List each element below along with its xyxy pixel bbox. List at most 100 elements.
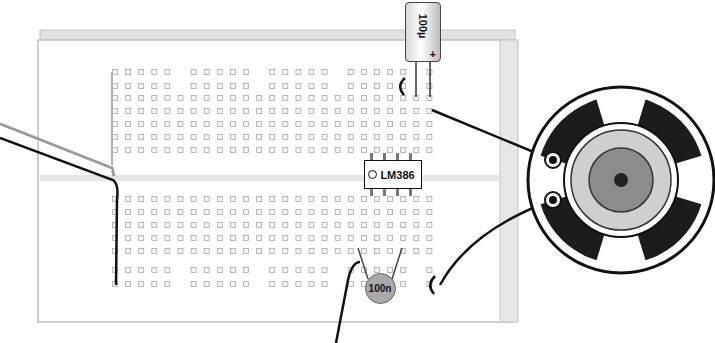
- hole: [296, 282, 301, 287]
- hole: [191, 268, 196, 273]
- hole: [126, 223, 131, 228]
- hole: [296, 70, 301, 75]
- hole: [178, 122, 183, 127]
- hole: [191, 148, 196, 153]
- hole: [270, 135, 275, 140]
- hole: [204, 282, 209, 287]
- hole: [217, 109, 222, 114]
- hole: [217, 282, 222, 287]
- hole: [165, 84, 170, 89]
- hole: [244, 282, 249, 287]
- hole: [283, 109, 288, 114]
- hole: [204, 122, 209, 127]
- hole: [322, 282, 327, 287]
- hole: [244, 122, 249, 127]
- ceramic-capacitor: 100n: [365, 273, 396, 304]
- hole: [388, 223, 393, 228]
- hole: [217, 223, 222, 228]
- hole: [191, 70, 196, 75]
- hole: [126, 109, 131, 114]
- hole: [361, 223, 366, 228]
- hole: [270, 282, 275, 287]
- hole: [427, 236, 432, 241]
- hole: [165, 223, 170, 228]
- hole: [375, 268, 380, 273]
- hole: [257, 236, 262, 241]
- hole: [126, 70, 131, 75]
- hole: [244, 268, 249, 273]
- hole: [204, 96, 209, 101]
- hole: [139, 148, 144, 153]
- hole: [388, 122, 393, 127]
- hole: [139, 197, 144, 202]
- hole: [335, 109, 340, 114]
- hole: [126, 148, 131, 153]
- hole: [139, 70, 144, 75]
- hole: [113, 109, 118, 114]
- hole: [348, 282, 353, 287]
- hole: [388, 268, 393, 273]
- hole: [244, 197, 249, 202]
- hole: [230, 210, 235, 215]
- hole: [361, 197, 366, 202]
- hole: [309, 249, 314, 254]
- hole: [244, 84, 249, 89]
- hole: [401, 197, 406, 202]
- hole: [178, 148, 183, 153]
- hole: [361, 249, 366, 254]
- hole: [270, 249, 275, 254]
- hole: [401, 268, 406, 273]
- hole: [388, 96, 393, 101]
- hole: [283, 210, 288, 215]
- hole: [152, 84, 157, 89]
- hole: [361, 122, 366, 127]
- hole: [401, 210, 406, 215]
- hole: [414, 197, 419, 202]
- hole: [283, 268, 288, 273]
- hole: [361, 96, 366, 101]
- hole: [165, 249, 170, 254]
- hole: [139, 122, 144, 127]
- hole: [322, 197, 327, 202]
- grey-wire: [0, 124, 114, 176]
- capacitor-leg: [429, 60, 431, 97]
- hole: [217, 249, 222, 254]
- hole: [335, 96, 340, 101]
- hole: [388, 210, 393, 215]
- hole: [322, 135, 327, 140]
- hole: [335, 223, 340, 228]
- hole: [217, 197, 222, 202]
- hole: [270, 109, 275, 114]
- hole: [204, 109, 209, 114]
- side-strip: [500, 40, 518, 322]
- hole: [322, 109, 327, 114]
- hole: [309, 197, 314, 202]
- hole: [427, 210, 432, 215]
- hole: [375, 197, 380, 202]
- hole: [427, 135, 432, 140]
- hole: [191, 109, 196, 114]
- hole: [230, 282, 235, 287]
- hole: [296, 268, 301, 273]
- hole: [230, 84, 235, 89]
- hole: [309, 210, 314, 215]
- hole: [322, 268, 327, 273]
- hole: [165, 236, 170, 241]
- hole: [204, 197, 209, 202]
- hole: [375, 109, 380, 114]
- capacitor-leg: [415, 60, 417, 97]
- grey-wire-highlight: [0, 126, 112, 170]
- hole: [401, 122, 406, 127]
- hole: [191, 223, 196, 228]
- hole: [427, 109, 432, 114]
- hole: [230, 236, 235, 241]
- rail-jumper: [111, 72, 113, 165]
- hole: [126, 236, 131, 241]
- hole: [414, 148, 419, 153]
- hole: [152, 109, 157, 114]
- hole: [348, 135, 353, 140]
- hole: [113, 135, 118, 140]
- hole: [348, 96, 353, 101]
- hole: [322, 236, 327, 241]
- hole: [139, 236, 144, 241]
